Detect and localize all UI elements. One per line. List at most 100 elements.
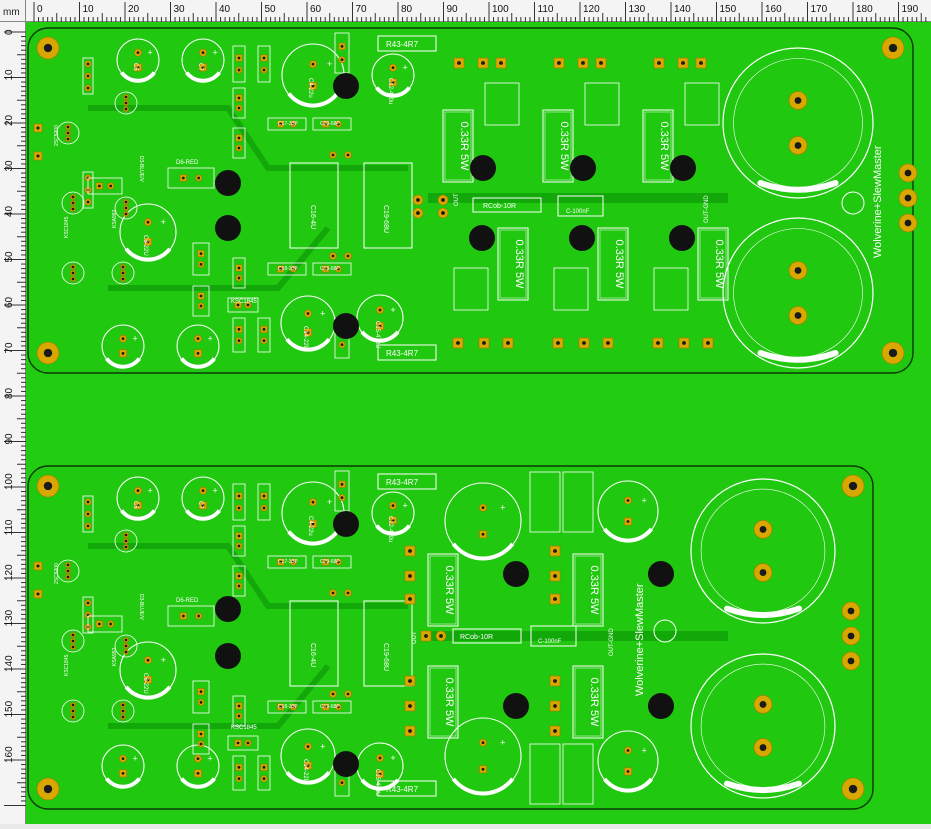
transistor-mount-hole (333, 313, 359, 339)
drill-hole (237, 327, 241, 331)
pcb-board-top[interactable]: +C5+C7+C8-22U+++C4-22u+C12-470u+C14-22U+… (27, 27, 918, 374)
component-outline (232, 483, 246, 521)
drill-hole (279, 267, 283, 271)
power-resistor-label: 0.33R 5W (513, 240, 525, 290)
component-label: KSC1845 (231, 299, 257, 305)
power-resistor-body (429, 667, 457, 737)
drill-hole (481, 61, 485, 65)
ruler-label: 70 (356, 4, 368, 15)
capacitor-polarity-band (603, 777, 653, 793)
drill-hole (262, 765, 266, 769)
film-capacitor-outline (584, 82, 620, 126)
drill-hole (331, 254, 335, 258)
drill-hole (237, 544, 241, 548)
power-resistor-body (699, 229, 727, 299)
drill-hole (146, 240, 150, 244)
component-label: 2SC5200 (54, 563, 60, 584)
capacitor-polarity-band (287, 530, 339, 546)
drill-hole (553, 549, 557, 553)
component-outline (232, 565, 246, 597)
drill-hole (847, 607, 855, 615)
drill-hole (97, 622, 101, 626)
ruler-label: 130 (4, 609, 15, 626)
to92-transistor-outline (56, 121, 80, 145)
capacitor-label: C7 (197, 501, 203, 509)
plus-sign: + (500, 738, 505, 748)
drill-hole (237, 68, 241, 72)
drill-hole (196, 757, 200, 761)
component-outline (227, 735, 259, 751)
pcb-board-bottom[interactable]: +C5+C7+C8-22U+++C4-22u+C12-470u+C14-22U+… (27, 465, 874, 810)
out-gnd-label: OUT-GND (704, 195, 710, 223)
drill-hole (408, 729, 412, 733)
capacitor-label: C19-68U (382, 643, 389, 671)
drill-hole (346, 254, 350, 258)
plus-sign: + (390, 753, 395, 763)
drill-hole (311, 62, 315, 66)
bulk-capacitor-outline (690, 653, 836, 799)
drill-hole (311, 84, 315, 88)
header-outline (82, 57, 94, 95)
film-capacitor-outline (484, 82, 520, 126)
drill-hole (66, 563, 70, 567)
drill-hole (306, 764, 310, 767)
ruler-label: 30 (174, 4, 186, 15)
film-capacitor-outline (653, 267, 689, 311)
drill-hole (237, 339, 241, 343)
drill-hole (279, 122, 283, 126)
power-resistor-label: 0.33R 5W (588, 566, 600, 616)
drill-hole (199, 262, 203, 266)
drill-hole (237, 266, 241, 270)
power-resistor-label: 0.33R 5W (713, 240, 725, 290)
transistor-mount-hole (503, 693, 529, 719)
capacitor-polarity-band (124, 247, 172, 262)
drill-hole (121, 277, 125, 281)
drill-hole (86, 500, 90, 504)
plus-sign: + (402, 63, 407, 73)
power-resistor-body (644, 111, 672, 181)
drill-hole (199, 742, 203, 746)
ruler-label: 60 (4, 296, 15, 308)
drill-hole (441, 198, 445, 202)
cout-label: C-100nF (538, 639, 562, 645)
capacitor-polarity-band (375, 86, 411, 98)
drill-hole (408, 597, 412, 601)
film-capacitor-outline (289, 600, 339, 687)
drill-hole (626, 749, 630, 752)
capacitor-label: C19-68U (382, 205, 389, 233)
drill-hole (424, 634, 428, 638)
drill-hole (331, 153, 335, 157)
drill-hole (43, 43, 53, 53)
power-resistor-body (499, 229, 527, 299)
capacitor-polarity-band (724, 605, 802, 618)
plus-sign: + (147, 486, 152, 496)
film-capacitor-outline (363, 162, 413, 249)
brand-label: Wolverine+SlewMaster (634, 583, 646, 696)
capacitor-outline (530, 625, 577, 647)
capacitor-polarity-band (180, 777, 216, 789)
drill-hole (124, 212, 128, 216)
resistor-outline (472, 197, 542, 213)
plus-sign: + (161, 655, 166, 665)
drill-hole (124, 200, 128, 204)
drill-hole (441, 211, 445, 215)
ruler-label: 150 (720, 4, 737, 15)
ruler-label: 90 (447, 4, 459, 15)
drill-hole (71, 709, 75, 713)
power-resistor-body (574, 667, 602, 737)
to92-transistor-outline (61, 261, 85, 285)
drill-hole (121, 757, 125, 761)
pcb-layout[interactable]: +C5+C7+C8-22U+++C4-22u+C12-470u+C14-22U+… (26, 22, 931, 824)
component-outline (192, 285, 210, 317)
drill-hole (124, 539, 128, 543)
drill-hole (121, 703, 125, 707)
capacitor-label: C17-33P (278, 121, 298, 127)
power-resistor-label: 0.33R 5W (558, 122, 570, 172)
drill-hole (86, 200, 90, 204)
pcb-canvas[interactable]: +C5+C7+C8-22U+++C4-22u+C12-470u+C14-22U+… (26, 22, 931, 824)
drill-hole (847, 657, 855, 665)
drill-hole (136, 51, 140, 55)
